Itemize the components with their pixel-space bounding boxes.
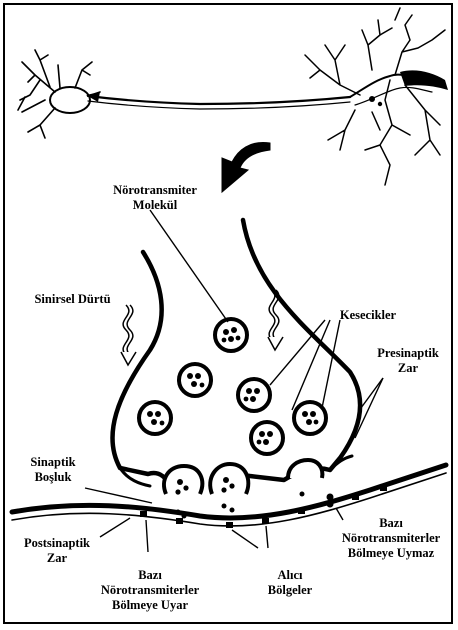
label-some-fit-compartment: Bazı Nörotransmiterler Bölmeye Uyar [90,568,210,613]
label-vesicles: Kesecikler [328,308,408,323]
label-receptor-regions: Alıcı Bölgeler [255,568,325,598]
label-line: Bölgeler [255,583,325,598]
label-presynaptic-membrane: Presinaptik Zar [368,346,448,376]
label-line: Bazı [330,516,452,531]
label-line: Nörotransmiterler [330,531,452,546]
vesicle [139,402,171,434]
label-line: Bölmeye Uymaz [330,546,452,561]
vesicle [251,422,283,454]
vesicle [215,319,247,351]
label-line: Postsinaptik [12,536,102,551]
label-neurotransmitter-molecule: Nörotransmiter Molekül [100,183,210,213]
zoom-arrow-icon [222,142,270,192]
label-line: Nörotransmiterler [90,583,210,598]
vesicles [139,319,326,454]
label-postsynaptic-membrane: Postsinaptik Zar [12,536,102,566]
label-line: Nörotransmiter [100,183,210,198]
vesicle [238,379,270,411]
receptor-nonfitting-icon [327,501,334,508]
label-some-do-not-fit: Bazı Nörotransmiterler Bölmeye Uymaz [330,516,452,561]
label-line: Bazı [90,568,210,583]
neuron-right [305,8,448,185]
label-line: Boşluk [18,470,88,485]
label-line: Sinaptik [18,455,88,470]
neuron-left [18,50,350,138]
vesicle [294,402,326,434]
label-line: Zar [12,551,102,566]
label-line: Presinaptik [368,346,448,361]
label-line: Bölmeye Uyar [90,598,210,613]
label-line: Alıcı [255,568,325,583]
presynaptic-terminal [112,220,360,490]
label-line: Zar [368,361,448,376]
label-synaptic-cleft: Sinaptik Boşluk [18,455,88,485]
label-line: Molekül [100,198,210,213]
label-nerve-impulse: Sinirsel Dürtü [20,292,125,307]
vesicle [179,364,211,396]
